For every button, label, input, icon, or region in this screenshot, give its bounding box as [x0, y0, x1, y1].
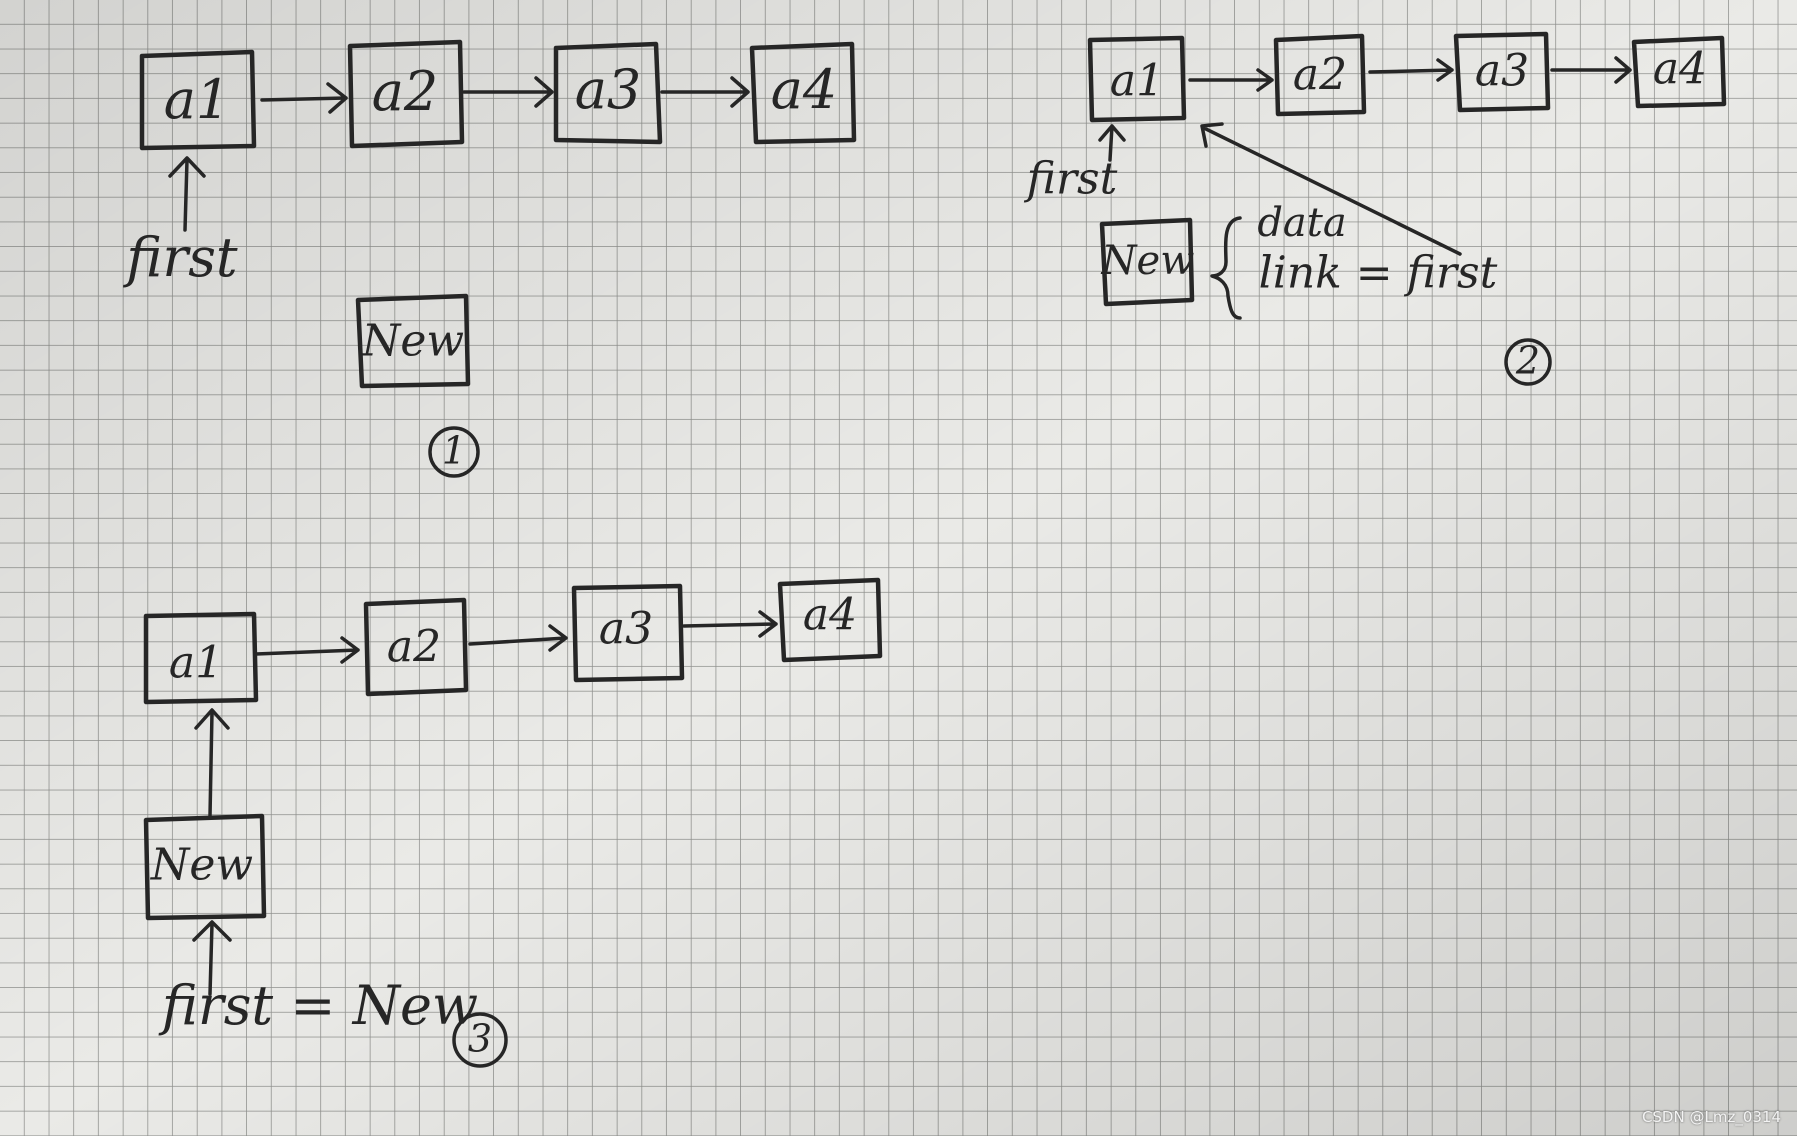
d1-step-circle — [428, 426, 480, 478]
d2-first-label: first — [1024, 154, 1118, 205]
d2-field-link: link = first — [1259, 248, 1498, 299]
d1-new-node-box — [355, 293, 471, 389]
d2-step-number: 2 — [1515, 339, 1540, 383]
watermark: CSDN @Lmz_0314 — [1641, 1108, 1781, 1126]
d1-link-a3-a4 — [660, 76, 750, 108]
d2-first-pointer-arrow — [1098, 124, 1126, 162]
d1-first-label: first — [122, 226, 238, 289]
d2-node-a1-box — [1087, 35, 1187, 123]
d3-link-a2-a3 — [468, 624, 568, 652]
d3-node-a4-box — [777, 577, 883, 663]
d1-link-a2-a3 — [462, 76, 554, 108]
d2-field-data: data — [1257, 200, 1346, 246]
d3-node-a1-box — [143, 611, 259, 705]
d2-node-a2-box — [1273, 33, 1367, 117]
d1-node-a2-box — [347, 39, 465, 149]
d3-first-assignment: first = New — [158, 974, 478, 1037]
d3-node-a2-label: a2 — [387, 622, 441, 673]
d2-node-a2-label: a2 — [1293, 50, 1347, 101]
d2-node-a3-label: a3 — [1475, 46, 1529, 97]
d1-node-a3-label: a3 — [575, 58, 642, 121]
d3-node-a4-label: a4 — [803, 590, 857, 641]
d1-link-a1-a2 — [260, 82, 348, 114]
d2-link-to-first-arrow — [1200, 122, 1462, 256]
d2-node-a4-label: a4 — [1653, 44, 1707, 95]
d3-node-a3-box — [571, 583, 685, 683]
d3-first-pointer-arrow — [192, 920, 232, 996]
d3-node-a3-label: a3 — [599, 604, 653, 655]
d2-brace — [1210, 216, 1242, 320]
d2-new-node-label: New — [1101, 238, 1195, 284]
diagram-3: a1 a2 a3 a4 New first = New 3 — [143, 577, 883, 1068]
d1-node-a1-label: a1 — [164, 68, 231, 131]
d2-node-a3-box — [1453, 31, 1551, 113]
d3-new-to-a1-arrow — [194, 708, 230, 818]
d3-step-number: 3 — [468, 1017, 492, 1061]
diagram-1: a1 a2 a3 a4 first New 1 — [122, 39, 857, 478]
d1-node-a2-label: a2 — [372, 60, 439, 123]
d3-new-node-label: New — [150, 840, 253, 891]
d1-node-a4-label: a4 — [771, 58, 838, 121]
d2-step-circle — [1504, 338, 1552, 386]
d2-link-a2-a3 — [1368, 58, 1454, 82]
diagram-2: a1 a2 a3 a4 first New data link = first … — [1024, 31, 1727, 386]
d1-step-number: 1 — [442, 429, 466, 473]
d2-link-a1-a2 — [1188, 68, 1274, 92]
d3-link-a1-a2 — [254, 636, 360, 664]
d1-first-pointer-arrow — [168, 156, 206, 232]
d1-node-a4-box — [749, 41, 857, 145]
d1-node-a1-box — [139, 49, 257, 151]
d2-new-node-box — [1099, 217, 1195, 307]
d1-node-a3-box — [553, 41, 663, 145]
d2-node-a4-box — [1631, 35, 1727, 109]
d3-link-a3-a4 — [682, 610, 778, 638]
d3-step-circle — [452, 1012, 508, 1068]
d1-new-node-label: New — [361, 316, 464, 367]
d2-link-a3-a4 — [1550, 56, 1632, 84]
d3-node-a2-box — [363, 597, 469, 697]
d2-node-a1-label: a1 — [1110, 56, 1164, 107]
d3-node-a1-label: a1 — [169, 638, 223, 689]
d3-new-node-box — [143, 813, 267, 921]
